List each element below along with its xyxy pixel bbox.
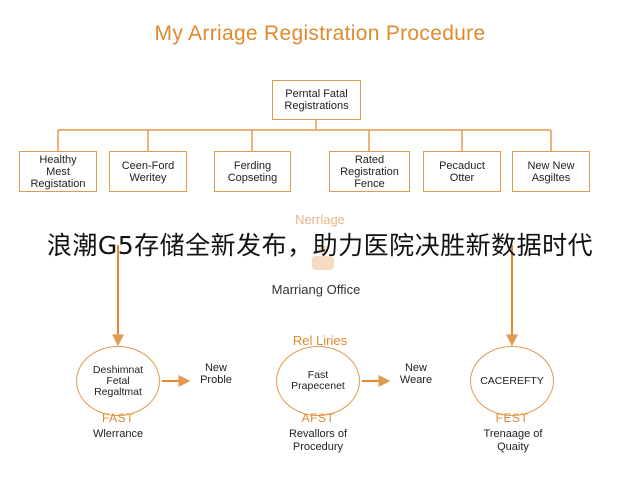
row-box-6: New New Asgiltes bbox=[512, 151, 590, 192]
connector-label-1: New Proble bbox=[200, 362, 232, 386]
node-2-tag: AFST bbox=[301, 411, 335, 425]
flow-node-2: Fast Prapecenet bbox=[276, 346, 360, 416]
row-box-1: Healthy Mest Registation bbox=[19, 151, 97, 192]
flow-heading: Rel Liries bbox=[292, 333, 348, 348]
office-label: Marriang Office bbox=[271, 282, 361, 297]
node-1-tag: FAST bbox=[101, 411, 134, 425]
flow-node-1: Deshimnat Fetal Regaltmat bbox=[76, 346, 160, 416]
node-1-caption: Wlerrance bbox=[92, 428, 144, 440]
row-box-5: Pecaduct Otter bbox=[423, 151, 501, 192]
row-box-4: Rated Registration Fence bbox=[329, 151, 410, 192]
node-2-caption: Revallors of Procedury bbox=[288, 428, 348, 453]
person-icon bbox=[312, 245, 334, 270]
flow-node-3: CACEREFTY bbox=[470, 346, 554, 416]
top-registration-box: Perntal Fatal Registrations bbox=[272, 80, 361, 120]
node-3-caption: Trenaage of Quaity bbox=[483, 428, 543, 453]
connector-label-2: New Weare bbox=[399, 362, 433, 386]
row-box-3: Ferding Copseting bbox=[214, 151, 291, 192]
faded-label: Nerrlage bbox=[295, 212, 345, 227]
overlay-banner: 浪潮G5存储全新发布，助力医院决胜新数据时代 bbox=[46, 231, 594, 260]
row-box-2: Ceen-Ford Weritey bbox=[109, 151, 187, 192]
page-title: My Arriage Registration Procedure bbox=[154, 22, 486, 45]
node-3-tag: FEST bbox=[495, 411, 529, 425]
